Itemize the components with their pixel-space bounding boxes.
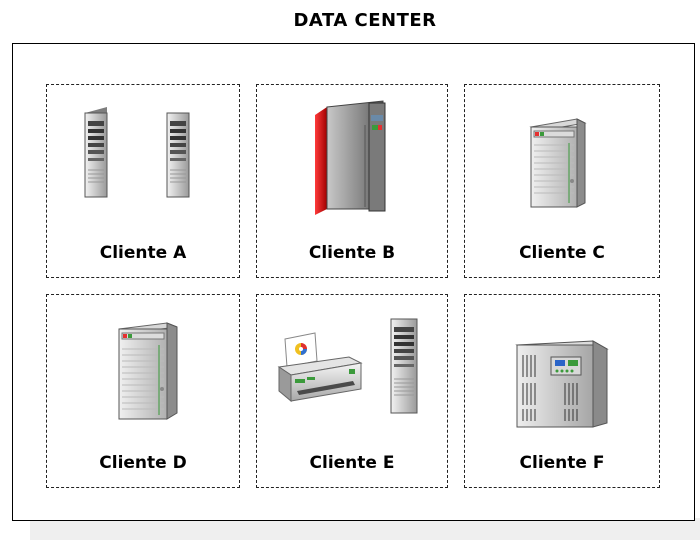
client-label-a: Cliente A	[99, 243, 187, 263]
printer-icon	[277, 332, 363, 403]
frame-shadow	[30, 518, 700, 540]
data-center-frame: Cliente A Cliente B	[12, 43, 695, 521]
server-cabinet-icon	[118, 322, 178, 420]
tower-server-icon	[166, 112, 190, 198]
client-box-d: Cliente D	[46, 294, 240, 488]
client-label-d: Cliente D	[99, 453, 187, 473]
diagram-title: DATA CENTER	[293, 10, 437, 31]
tower-server-icon	[390, 318, 418, 414]
client-box-e: Cliente E	[256, 294, 448, 488]
client-box-b: Cliente B	[256, 84, 448, 278]
client-label-e: Cliente E	[309, 453, 395, 473]
tower-server-icon	[84, 107, 108, 198]
client-box-c: Cliente C	[464, 84, 660, 278]
server-cabinet-icon	[529, 118, 587, 208]
client-box-f: Cliente F	[464, 294, 660, 488]
client-box-a: Cliente A	[46, 84, 240, 278]
client-label-f: Cliente F	[519, 453, 605, 473]
client-label-c: Cliente C	[519, 243, 605, 263]
client-label-b: Cliente B	[308, 243, 396, 263]
mainframe-icon	[315, 100, 386, 215]
ups-unit-icon	[515, 340, 609, 428]
